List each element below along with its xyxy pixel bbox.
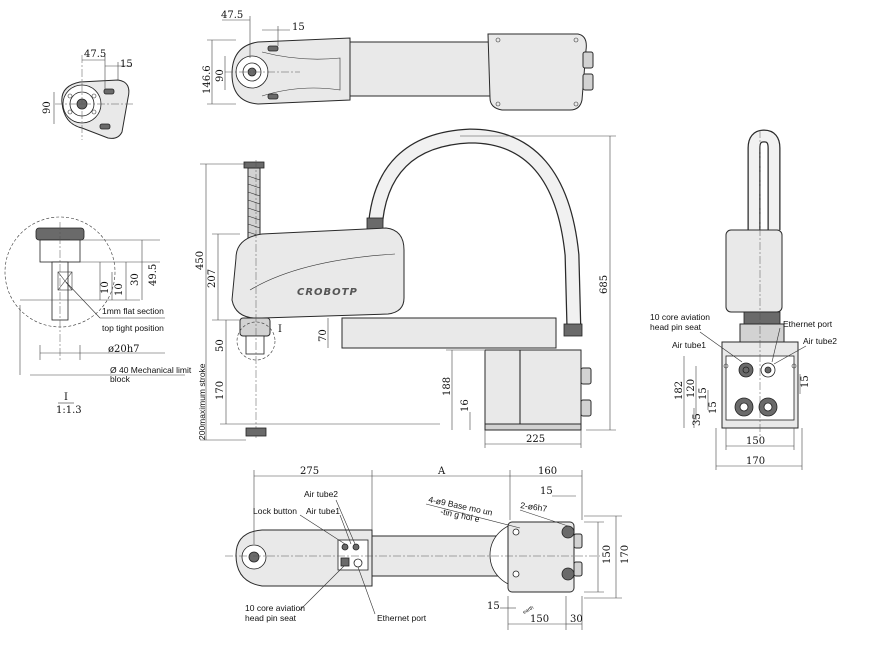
dim-15-rear-b: 15 [708, 401, 719, 414]
rear-air-tube2: Air tube2 [803, 336, 837, 346]
bottom-aviation-2: head pin seat [245, 613, 297, 623]
earth-note: earth [522, 605, 535, 616]
limit-note-1: Ø 40 Mechanical limit [110, 365, 192, 375]
dim-170-rear: 170 [746, 456, 765, 467]
flat-note-2: top tight position [102, 323, 164, 333]
dim-15-bottom-a: 15 [540, 486, 553, 497]
brand-logo: CROBOTP [297, 287, 358, 298]
dim-225: 225 [526, 434, 545, 445]
dim-47-5-top: 47.5 [221, 10, 243, 21]
top-view: 47.5 15 146.6 90 [202, 10, 594, 111]
dim-90-top: 90 [215, 69, 226, 82]
detail-marker: I [278, 324, 282, 335]
dim-170-side: 170 [215, 381, 226, 400]
bottom-air-tube2: Air tube2 [304, 489, 338, 499]
dim-35: 35 [692, 413, 703, 426]
dim-146-6: 146.6 [202, 65, 213, 94]
dim-A: A [437, 466, 446, 477]
lock-button: Lock button [253, 506, 297, 516]
dim-207: 207 [207, 269, 218, 288]
detail-scale: 1:1.3 [56, 405, 82, 416]
detail-label-top: I [64, 392, 68, 403]
rear-view: 10 core aviation head pin seat Air tube1… [650, 129, 837, 470]
dim-150-horizontal: 150 [530, 614, 549, 625]
dim-30: 30 [570, 614, 583, 625]
dim-15-rear-c: 15 [800, 375, 811, 388]
bottom-air-tube1: Air tube1 [306, 506, 340, 516]
small-end-view: 47.5 15 90 [42, 49, 135, 140]
limit-note-2: block [110, 374, 131, 384]
rear-air-tube1: Air tube1 [672, 340, 706, 350]
dim-275: 275 [300, 466, 319, 477]
bottom-view: 275 A 160 15 4-ø9 Base mo un -tin g hol … [225, 466, 631, 630]
detail-view: 10 10 30 49.5 1mm flat section top tight… [4, 216, 192, 416]
rear-ethernet: Ethernet port [783, 319, 833, 329]
dim-15-small: 15 [120, 59, 133, 70]
stroke-label: 200maximum stroke [197, 363, 207, 440]
rear-aviation-2: head pin seat [650, 322, 702, 332]
dim-450: 450 [195, 251, 206, 270]
dim-70: 70 [318, 329, 329, 342]
bottom-aviation-1: 10 core aviation [245, 603, 305, 613]
rear-aviation-1: 10 core aviation [650, 312, 710, 322]
bottom-ethernet: Ethernet port [377, 613, 427, 623]
dim-10-a: 10 [100, 281, 111, 294]
dim-188: 188 [442, 377, 453, 396]
dim-30: 30 [130, 273, 141, 286]
dim-182: 182 [674, 381, 685, 400]
dim-16: 16 [460, 399, 471, 412]
dim-15-bottom-b: 15 [487, 601, 500, 612]
flat-note-1: 1mm flat section [102, 306, 164, 316]
dim-15-top: 15 [292, 22, 305, 33]
pin-hole: 2-ø6h7 [520, 500, 548, 514]
side-view: CROBOTP I 450 207 50 170 200maximum stro… [195, 128, 616, 448]
shaft-diameter: ø20h7 [108, 344, 140, 355]
dim-120: 120 [686, 379, 697, 398]
dim-47-5-small: 47.5 [84, 49, 106, 60]
dim-90-small: 90 [42, 101, 53, 114]
dim-150-vertical: 150 [602, 545, 613, 564]
dim-685: 685 [599, 275, 610, 294]
dim-49-5: 49.5 [148, 264, 159, 286]
dim-15-rear-a: 15 [698, 387, 709, 400]
dim-170-vertical: 170 [620, 545, 631, 564]
dim-10-b: 10 [114, 283, 125, 296]
dim-160: 160 [538, 466, 557, 477]
dim-50: 50 [215, 339, 226, 352]
dim-150-rear: 150 [746, 436, 765, 447]
